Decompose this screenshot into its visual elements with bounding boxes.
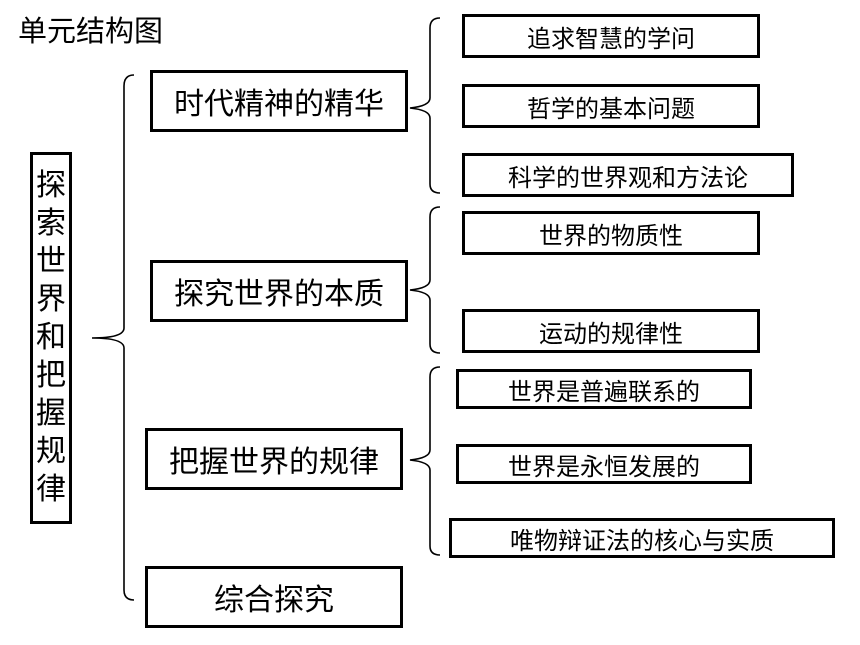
root-char: 律 <box>36 472 66 507</box>
root-char: 探 <box>36 168 66 203</box>
item-node: 哲学的基本问题 <box>462 84 760 128</box>
item-node: 世界是永恒发展的 <box>456 444 752 484</box>
item-node: 运动的规律性 <box>462 309 760 353</box>
item-node: 追求智慧的学问 <box>462 14 760 58</box>
bracket-section-3 <box>409 366 441 556</box>
root-char: 索 <box>36 206 66 241</box>
item-node: 世界是普遍联系的 <box>456 369 752 409</box>
root-char: 界 <box>36 282 66 317</box>
section-node-3: 把握世界的规律 <box>145 428 403 490</box>
root-char: 把 <box>36 358 66 393</box>
root-char: 世 <box>36 244 66 279</box>
item-node: 唯物辩证法的核心与实质 <box>449 518 835 558</box>
root-node: 探 索 世 界 和 把 握 规 律 <box>30 152 72 524</box>
bracket-section-2 <box>409 206 441 354</box>
section-node-1: 时代精神的精华 <box>150 70 408 132</box>
page-title: 单元结构图 <box>18 14 164 48</box>
bracket-section-1 <box>409 17 441 194</box>
item-node: 科学的世界观和方法论 <box>462 153 794 197</box>
root-char: 握 <box>36 396 66 431</box>
item-node: 世界的物质性 <box>462 211 760 255</box>
main-bracket <box>91 74 135 601</box>
section-node-4: 综合探究 <box>145 566 403 628</box>
section-node-2: 探究世界的本质 <box>150 260 408 322</box>
root-char: 规 <box>36 434 66 469</box>
root-char: 和 <box>36 320 66 355</box>
